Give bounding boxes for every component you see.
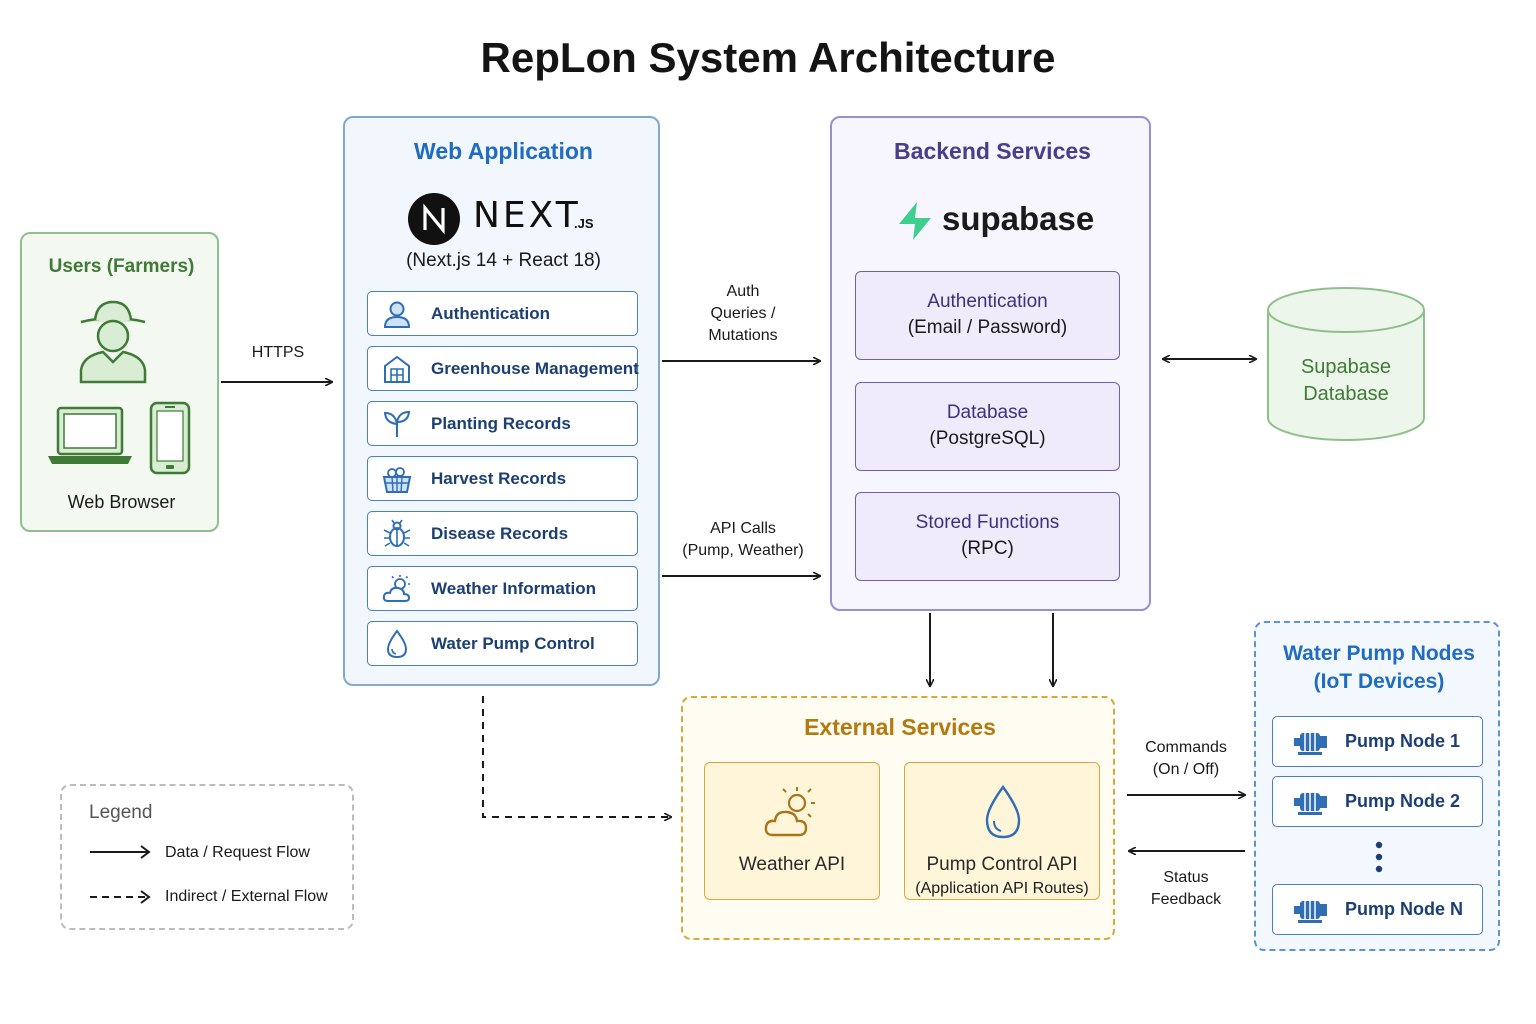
box-subtitle: (PostgreSQL) xyxy=(929,428,1046,449)
backend-services-title: Backend Services xyxy=(894,138,1091,164)
legend-dashed-label: Indirect / External Flow xyxy=(165,888,328,905)
legend-title: Legend xyxy=(89,802,153,823)
web-application-title: Web Application xyxy=(414,138,593,164)
feature-label: Greenhouse Management xyxy=(431,359,639,378)
legend-panel: Legend Data / Request Flow Indirect / Ex… xyxy=(60,784,354,930)
feature-label: Harvest Records xyxy=(431,469,567,488)
feature-planting-records[interactable]: Planting Records xyxy=(367,401,638,446)
diagram-title: RepLon System Architecture xyxy=(480,34,1056,81)
pump-node-label: Pump Node 1 xyxy=(1345,731,1461,751)
status-label-line2: Feedback xyxy=(1150,891,1222,908)
commands-label-line2: (On / Off) xyxy=(1152,761,1220,778)
pump-node-1[interactable]: Pump Node 1 xyxy=(1272,716,1483,767)
box-title: Authentication xyxy=(927,291,1048,312)
feature-label: Disease Records xyxy=(431,524,569,543)
auth-label: Auth Queries / Mutations xyxy=(683,281,803,347)
feature-label: Authentication xyxy=(431,304,550,323)
api-calls-label: API Calls (Pump, Weather) xyxy=(670,518,816,562)
feature-greenhouse-management[interactable]: Greenhouse Management xyxy=(367,346,639,391)
water-pump-nodes-title: Water Pump Nodes (IoT Devices) xyxy=(1256,640,1502,696)
feature-water-pump-control[interactable]: Water Pump Control xyxy=(367,621,638,666)
water-pump-nodes-panel: Water Pump Nodes (IoT Devices) Pump Node… xyxy=(1254,621,1500,951)
box-title: Stored Functions xyxy=(915,512,1060,533)
user-icon xyxy=(383,301,411,328)
bug-icon xyxy=(383,519,411,547)
status-label-line1: Status xyxy=(1163,869,1209,886)
commands-label: Commands (On / Off) xyxy=(1130,737,1242,781)
pump-node-2[interactable]: Pump Node 2 xyxy=(1272,776,1483,827)
basket-icon xyxy=(382,467,412,493)
nextjs-logo-icon xyxy=(408,193,460,245)
box-title: Database xyxy=(946,402,1029,423)
web-browser-label: Web Browser xyxy=(67,492,176,512)
feature-label: Weather Information xyxy=(431,579,596,598)
smartphone-icon xyxy=(149,401,191,475)
pump-icon xyxy=(1294,733,1327,755)
laptop-icon xyxy=(48,406,132,464)
status-label: Status Feedback xyxy=(1130,867,1242,911)
pump-icon xyxy=(1294,901,1327,923)
auth-label-line2: Queries / xyxy=(710,305,776,322)
external-services-panel: External Services Weather API Pump Contr… xyxy=(681,696,1115,940)
external-services-title: External Services xyxy=(804,714,996,740)
legend-solid-arrow xyxy=(90,845,151,859)
api-calls-label-line1: API Calls xyxy=(710,520,776,537)
feature-weather-information[interactable]: Weather Information xyxy=(367,566,638,611)
pump-control-api-label: Pump Control API xyxy=(926,854,1078,875)
https-label: HTTPS xyxy=(251,344,305,361)
database-label-line1: Supabase xyxy=(1300,356,1392,378)
supabase-logo-text: supabase xyxy=(942,200,1095,237)
feature-disease-records[interactable]: Disease Records xyxy=(367,511,638,556)
auth-label-line3: Mutations xyxy=(708,327,778,344)
ellipsis-icon xyxy=(1375,841,1383,873)
database-label-line2: Database xyxy=(1303,383,1389,405)
users-title: Users (Farmers) xyxy=(48,256,195,277)
web-application-panel: Web Application NEXT .JS (Next.js 14 + R… xyxy=(343,116,660,686)
legend-solid-label: Data / Request Flow xyxy=(165,844,310,861)
supabase-database-cylinder xyxy=(1267,287,1425,441)
box-subtitle: (RPC) xyxy=(961,538,1014,559)
pump-control-api-sublabel: (Application API Routes) xyxy=(915,880,1089,897)
supabase-logo-icon xyxy=(899,202,931,240)
indirect-flow-arrow xyxy=(482,696,671,817)
weather-api-card: Weather API xyxy=(704,762,880,900)
sprout-icon xyxy=(383,410,411,437)
pump-control-api-card: Pump Control API (Application API Routes… xyxy=(904,762,1100,900)
web-application-subtitle: (Next.js 14 + React 18) xyxy=(406,250,601,271)
pump-node-label: Pump Node N xyxy=(1345,899,1464,919)
pump-node-label: Pump Node 2 xyxy=(1345,791,1461,811)
greenhouse-icon xyxy=(384,355,410,383)
nextjs-logo-text: NEXT xyxy=(473,195,581,236)
feature-harvest-records[interactable]: Harvest Records xyxy=(367,456,638,501)
pump-nodes-title-line2: (IoT Devices) xyxy=(1313,670,1445,693)
pump-nodes-title-line1: Water Pump Nodes xyxy=(1283,642,1475,665)
water-drop-icon xyxy=(386,629,408,659)
api-calls-label-line2: (Pump, Weather) xyxy=(682,542,804,559)
box-subtitle: (Email / Password) xyxy=(907,317,1068,338)
water-drop-icon xyxy=(985,785,1021,839)
pump-node-n[interactable]: Pump Node N xyxy=(1272,884,1483,935)
auth-label-line1: Auth xyxy=(726,283,760,300)
farmer-icon xyxy=(79,300,147,384)
nextjs-logo-suffix: .JS xyxy=(574,216,594,231)
sun-cloud-icon xyxy=(764,787,815,837)
backend-database-box: Database (PostgreSQL) xyxy=(855,382,1120,471)
legend-dashed-arrow xyxy=(90,890,151,904)
feature-label: Planting Records xyxy=(431,414,571,433)
pump-icon xyxy=(1294,793,1327,815)
users-panel: Users (Farmers) Web Browser xyxy=(20,232,219,532)
backend-stored-functions-box: Stored Functions (RPC) xyxy=(855,492,1120,581)
weather-api-label: Weather API xyxy=(738,854,846,875)
feature-authentication[interactable]: Authentication xyxy=(367,291,638,336)
backend-authentication-box: Authentication (Email / Password) xyxy=(855,271,1120,360)
sun-cloud-icon xyxy=(382,575,411,602)
supabase-database-label: Supabase Database xyxy=(1268,354,1424,408)
backend-services-panel: Backend Services supabase Authentication… xyxy=(830,116,1151,611)
commands-label-line1: Commands xyxy=(1145,739,1227,756)
feature-label: Water Pump Control xyxy=(431,634,595,653)
